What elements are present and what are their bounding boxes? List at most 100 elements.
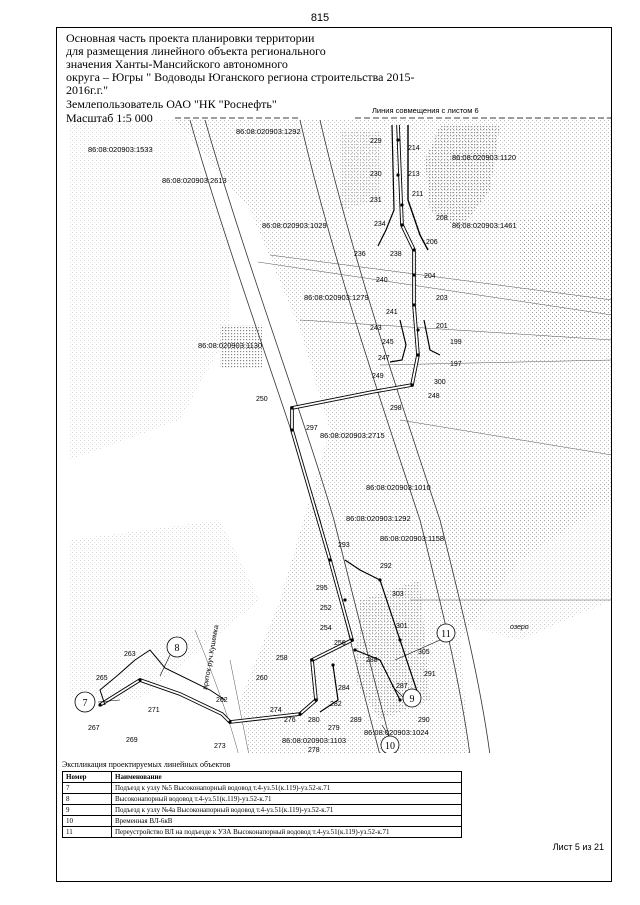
legend-row: 7 Подъезд к узлу №5 Высоконапорный водов… bbox=[62, 782, 462, 794]
point-number: 298 bbox=[390, 405, 402, 412]
legend-name: Подъезд к узлу №5 Высоконапорный водовод… bbox=[111, 782, 462, 794]
planning-map: 86:08:020903:1292 86:08:020903:1533 86:0… bbox=[70, 106, 611, 753]
object-marker-10: 10 bbox=[380, 724, 400, 753]
point-number: 293 bbox=[338, 542, 350, 549]
point-number: 234 bbox=[374, 221, 386, 228]
point-number: 201 bbox=[436, 323, 448, 330]
legend-header-name: Наименование bbox=[111, 771, 462, 783]
secondary-lines bbox=[194, 254, 611, 753]
point-number: 291 bbox=[424, 671, 436, 678]
legend-row: 9 Подъезд к узлу №4а Высоконапорный водо… bbox=[62, 804, 462, 816]
point-number: 276 bbox=[284, 717, 296, 724]
legend-grid: Номер Наименование 7 Подъезд к узлу №5 В… bbox=[62, 771, 462, 838]
sheet-frame bbox=[56, 27, 612, 882]
point-number: 273 bbox=[214, 743, 226, 750]
parcel-label: 86:08:020903:1292 bbox=[236, 127, 301, 136]
legend-name: Переустройство ВЛ на подъезде к УЗА Высо… bbox=[111, 826, 462, 838]
parcel-label: 86:08:020903:1029 bbox=[262, 221, 327, 230]
point-number: 250 bbox=[256, 396, 268, 403]
point-number: 229 bbox=[370, 138, 382, 145]
point-number: 292 bbox=[380, 563, 392, 570]
object-marker-9: 9 bbox=[391, 685, 422, 708]
parcel-label: 86:08:020903:1158 bbox=[380, 534, 444, 543]
point-number: 211 bbox=[412, 191, 423, 198]
legend-name: Подъезд к узлу №4а Высоконапорный водово… bbox=[111, 804, 462, 816]
point-number: 269 bbox=[126, 737, 138, 744]
point-number: 290 bbox=[418, 717, 430, 724]
legend-header-number: Номер bbox=[62, 771, 112, 783]
legend-name: Временная ВЛ-6кВ bbox=[111, 815, 462, 827]
point-number: 256 bbox=[334, 640, 346, 647]
point-number: 278 bbox=[308, 747, 320, 753]
parcel-label: 86:08:020903:2715 bbox=[320, 431, 385, 440]
point-number: 297 bbox=[306, 425, 318, 432]
point-number: 300 bbox=[434, 379, 446, 386]
point-number: 247 bbox=[378, 355, 390, 362]
point-number: 280 bbox=[308, 717, 320, 724]
point-number: 252 bbox=[320, 605, 332, 612]
point-number: 263 bbox=[124, 651, 136, 658]
point-number: 249 bbox=[372, 373, 384, 380]
point-number: 274 bbox=[270, 707, 282, 714]
legend-row: 8 Высоконапорный водовод т.4-уз.51(к.119… bbox=[62, 793, 462, 805]
point-number: 260 bbox=[256, 675, 268, 682]
match-line-label: Линия совмещения с листом 6 bbox=[372, 106, 479, 115]
point-number: 199 bbox=[450, 339, 462, 346]
title-line: для размещения линейного объекта региона… bbox=[66, 44, 326, 58]
point-number: 262 bbox=[216, 697, 228, 704]
object-marker-label: 9 bbox=[410, 694, 415, 705]
point-number: 289 bbox=[350, 717, 362, 724]
point-number: 240 bbox=[376, 277, 388, 284]
title-line: Основная часть проекта планировки террит… bbox=[66, 31, 315, 45]
point-number: 288 bbox=[366, 657, 378, 664]
point-number: 238 bbox=[390, 251, 402, 258]
route-vertices bbox=[98, 138, 420, 724]
legend-title: Экспликация проектируемых линейных объек… bbox=[62, 760, 231, 769]
legend-header-row: Номер Наименование bbox=[62, 771, 462, 783]
parcel-label: 86:08:020903:1024 bbox=[364, 728, 429, 737]
point-number: 204 bbox=[424, 273, 436, 280]
point-number: 254 bbox=[320, 625, 332, 632]
legend-number: 7 bbox=[62, 782, 112, 794]
parcel-label: 86:08:020903:1103 bbox=[282, 736, 346, 745]
point-number: 305 bbox=[418, 649, 430, 656]
title-line: значения Ханты-Мансийского автономного bbox=[66, 57, 288, 71]
parcel-label: 86:08:020903:1533 bbox=[88, 145, 153, 154]
object-marker-label: 8 bbox=[175, 643, 180, 654]
parcel-label: 86:08:020903:2613 bbox=[162, 176, 227, 185]
map-scale: Масштаб 1:5 000 bbox=[66, 111, 153, 125]
page-number: 815 bbox=[310, 12, 330, 24]
point-number: 197 bbox=[450, 361, 462, 368]
legend-name: Высоконапорный водовод т.4-уз.51(к.119)-… bbox=[111, 793, 462, 805]
lake-label: озеро bbox=[510, 624, 529, 631]
point-number: 279 bbox=[328, 725, 340, 732]
point-number: 230 bbox=[370, 171, 382, 178]
legend-table: Экспликация проектируемых линейных объек… bbox=[62, 760, 462, 838]
legend-number: 8 bbox=[62, 793, 112, 805]
point-number: 303 bbox=[392, 591, 404, 598]
point-number: 258 bbox=[276, 655, 288, 662]
point-number: 231 bbox=[370, 197, 382, 204]
parcel-label: 86:08:020903:1120 bbox=[452, 153, 516, 162]
point-number: 265 bbox=[96, 675, 108, 682]
parcel-label: 86:08:020903:1130 bbox=[198, 341, 262, 350]
point-number: 245 bbox=[382, 339, 394, 346]
legend-number: 9 bbox=[62, 804, 112, 816]
point-number: 282 bbox=[330, 701, 342, 708]
legend-row: 11 Переустройство ВЛ на подъезде к УЗА В… bbox=[62, 826, 462, 838]
point-number: 214 bbox=[408, 145, 420, 152]
point-number: 241 bbox=[386, 309, 398, 316]
document-title: Основная часть проекта планировки террит… bbox=[66, 32, 486, 97]
point-number: 213 bbox=[408, 171, 420, 178]
point-number: 206 bbox=[426, 239, 438, 246]
point-number: 248 bbox=[428, 393, 440, 400]
point-number: 271 bbox=[148, 707, 160, 714]
point-number: 236 bbox=[354, 251, 366, 258]
parcel-label: 86:08:020903:1010 bbox=[366, 483, 431, 492]
object-marker-label: 7 bbox=[83, 698, 88, 709]
title-line: округа – Югры " Водоводы Юганского регио… bbox=[66, 70, 415, 84]
object-marker-11: 11 bbox=[394, 623, 456, 661]
point-number: 208 bbox=[436, 215, 448, 222]
point-number: 284 bbox=[338, 685, 350, 692]
legend-number: 11 bbox=[62, 826, 112, 838]
